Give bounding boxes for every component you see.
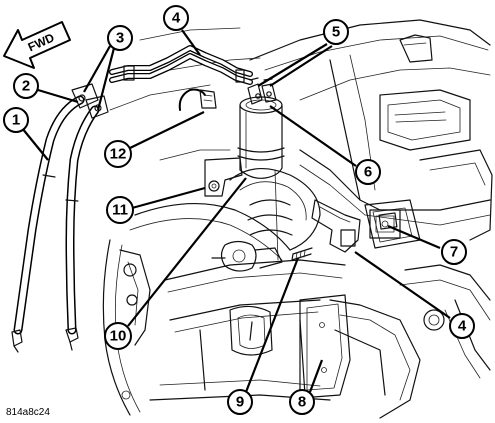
callout-6: 6 [355, 159, 381, 185]
callout-8: 8 [289, 389, 315, 415]
svg-text:3: 3 [116, 30, 124, 47]
svg-text:4: 4 [458, 318, 467, 335]
pressure-switch-connector [178, 88, 217, 111]
callout-2: 2 [13, 73, 39, 99]
callout-3: 3 [107, 25, 133, 51]
callout-11: 11 [106, 196, 134, 224]
electrical-connector-housing [369, 209, 401, 239]
svg-text:2: 2 [22, 78, 30, 95]
ac-hoses [11, 83, 109, 353]
callout-4-top: 4 [163, 5, 189, 31]
svg-text:9: 9 [236, 394, 244, 411]
svg-text:7: 7 [450, 244, 458, 261]
svg-text:12: 12 [110, 146, 127, 163]
callout-4-bottom: 4 [449, 313, 475, 339]
callout-1: 1 [3, 107, 29, 133]
forward-arrow-icon [3, 21, 71, 69]
svg-text:4: 4 [172, 10, 181, 27]
svg-text:11: 11 [112, 202, 128, 219]
svg-text:5: 5 [332, 24, 340, 41]
callout-10: 10 [104, 322, 132, 350]
svg-text:8: 8 [298, 394, 306, 411]
callout-5: 5 [323, 19, 349, 45]
figure-reference-code: 814a8c24 [6, 407, 50, 418]
callouts: 1 2 3 4 5 6 7 4 [3, 5, 475, 415]
svg-text:1: 1 [12, 112, 20, 129]
receiver-drier-assembly [204, 77, 285, 197]
suction-discharge-line [109, 45, 253, 85]
callout-7: 7 [441, 239, 467, 265]
inner-fender-structure [102, 19, 493, 419]
svg-text:10: 10 [110, 328, 127, 345]
forward-direction-indicator: FWD [3, 21, 71, 69]
svg-text:6: 6 [364, 164, 372, 181]
leader-lines [21, 29, 451, 393]
callout-12: 12 [104, 140, 132, 168]
callout-9: 9 [227, 389, 253, 415]
